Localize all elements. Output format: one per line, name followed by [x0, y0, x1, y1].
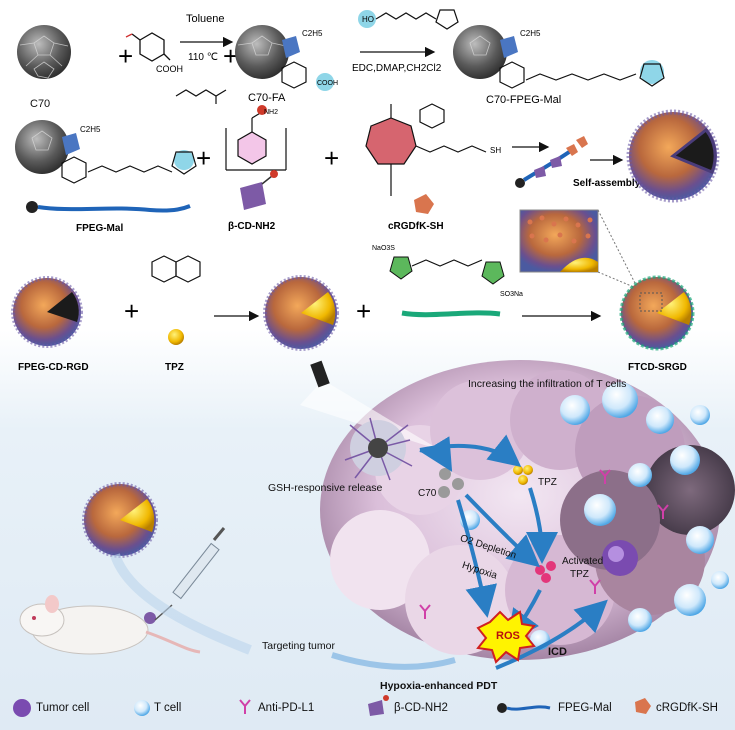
plus-sign-5: +	[124, 296, 139, 326]
c70-fullerene	[17, 25, 71, 79]
c70-fpeg-mal-molecule	[453, 25, 665, 89]
fpeg-cd-rgd-label: FPEG-CD-RGD	[18, 362, 89, 373]
ros-burst	[476, 610, 536, 664]
nh2-label: NH2	[264, 109, 278, 116]
plus-sign: +	[118, 41, 133, 71]
c70-fa-label: C70-FA	[248, 92, 286, 104]
targeting-label: Targeting tumor	[262, 640, 335, 652]
crgdfk-structure	[365, 103, 487, 196]
plus-sign-2: +	[223, 41, 238, 71]
beta-cd-nh2-structure	[225, 111, 287, 171]
zoom-inset	[519, 209, 661, 299]
beta-cd-icon	[240, 170, 278, 210]
amine-dot	[257, 105, 267, 115]
c2h5-label: C2H5	[302, 29, 323, 38]
mouse-illustration	[19, 595, 201, 655]
cooh-label-2: COOH	[317, 80, 338, 87]
formylphenylacetic-acid	[125, 32, 171, 62]
nanoparticle-with-light	[300, 360, 440, 481]
ftcd-srgd-label: FTCD-SRGD	[628, 362, 687, 373]
process-arrows	[331, 434, 608, 670]
tpz-label: TPZ	[165, 362, 184, 373]
legend-icons	[13, 695, 651, 717]
plus-sign-6: +	[356, 296, 371, 326]
toluene-label: Toluene	[186, 13, 225, 25]
assembled-nanoparticle	[626, 109, 720, 203]
plus-sign-3: +	[196, 143, 211, 173]
green-chain	[401, 310, 501, 318]
sh-label: SH	[490, 146, 501, 155]
tpz-release-dots	[513, 465, 533, 485]
crgd-legend-icon	[635, 698, 651, 714]
bcd-label: β-CD-NH2	[228, 221, 276, 232]
tpz-sphere	[168, 329, 184, 345]
legend-crgd: cRGDfK-SH	[656, 702, 718, 714]
bcd-legend-icon	[368, 700, 384, 716]
fpeg-mal-structure	[15, 120, 197, 184]
legend-antipd: Anti-PD-L1	[258, 702, 315, 714]
t-cell-icon	[134, 700, 150, 716]
fpeg-legend-icon	[497, 703, 507, 713]
c70-fa-molecule	[235, 25, 334, 91]
ho-label: HO	[362, 15, 374, 24]
plus-sign-4: +	[324, 143, 339, 173]
c2h5-label-3: C2H5	[80, 125, 101, 134]
legend-bcd: β-CD-NH2	[394, 702, 448, 714]
pdt-label: Hypoxia-enhanced PDT	[380, 680, 498, 692]
crgd-label: cRGDfK-SH	[388, 221, 444, 232]
tumor-cell-in-scene	[602, 540, 638, 576]
tpz-loaded-particle	[263, 275, 339, 351]
c2h5-label-2: C2H5	[520, 29, 541, 38]
gsh-label: GSH-responsive release	[268, 482, 383, 494]
legend-tcell: T cell	[154, 702, 182, 714]
fpeg-cd-rgd-particle	[11, 276, 83, 348]
c70-label: C70	[30, 98, 51, 110]
so3na-label: SO3Na	[500, 291, 523, 298]
activated-label: Activated	[562, 556, 604, 567]
nao3s-label: NaO3S	[372, 245, 395, 252]
c70-release-label: C70	[418, 488, 437, 499]
tumor-mass	[320, 360, 735, 660]
crosslinker-structure	[389, 256, 505, 285]
ros-label: ROS	[496, 630, 520, 642]
fpeg-mal-icon	[26, 201, 191, 213]
conjugate-polymer-icon	[515, 136, 588, 188]
activated-tpz-label: TPZ	[570, 569, 589, 580]
temp-label: 110 ℃	[188, 52, 218, 63]
self-assembly-label: Self-assembly	[573, 178, 641, 189]
infiltration-label: Increasing the infiltration of T cells	[468, 378, 627, 390]
c70-fpeg-mal-label: C70-FPEG-Mal	[486, 94, 561, 106]
icd-label: ICD	[548, 646, 567, 658]
peg-maleimide	[358, 9, 459, 30]
t-cells-cluster	[460, 382, 729, 650]
reagents-label: EDC,DMAP,CH2Cl2	[352, 63, 442, 74]
legend-tumor: Tumor cell	[36, 702, 90, 714]
antibody-icon	[239, 699, 251, 714]
tpz-release-label: TPZ	[538, 477, 557, 488]
ftcd-srgd-particle	[619, 275, 695, 351]
legend: Tumor cell T cell Anti-PD-L1 β-CD-NH2 FP…	[0, 692, 735, 730]
fpeg-mal-label: FPEG-Mal	[76, 223, 123, 234]
legend-fpeg: FPEG-Mal	[558, 702, 612, 714]
tpz-structure	[151, 255, 201, 283]
antibody-marks	[419, 469, 669, 619]
tumor-cell-icon	[13, 699, 31, 717]
cooh-label: COOH	[156, 64, 183, 74]
injected-particle	[82, 482, 252, 655]
crgd-icon	[414, 194, 434, 214]
sarcosine	[175, 89, 227, 104]
